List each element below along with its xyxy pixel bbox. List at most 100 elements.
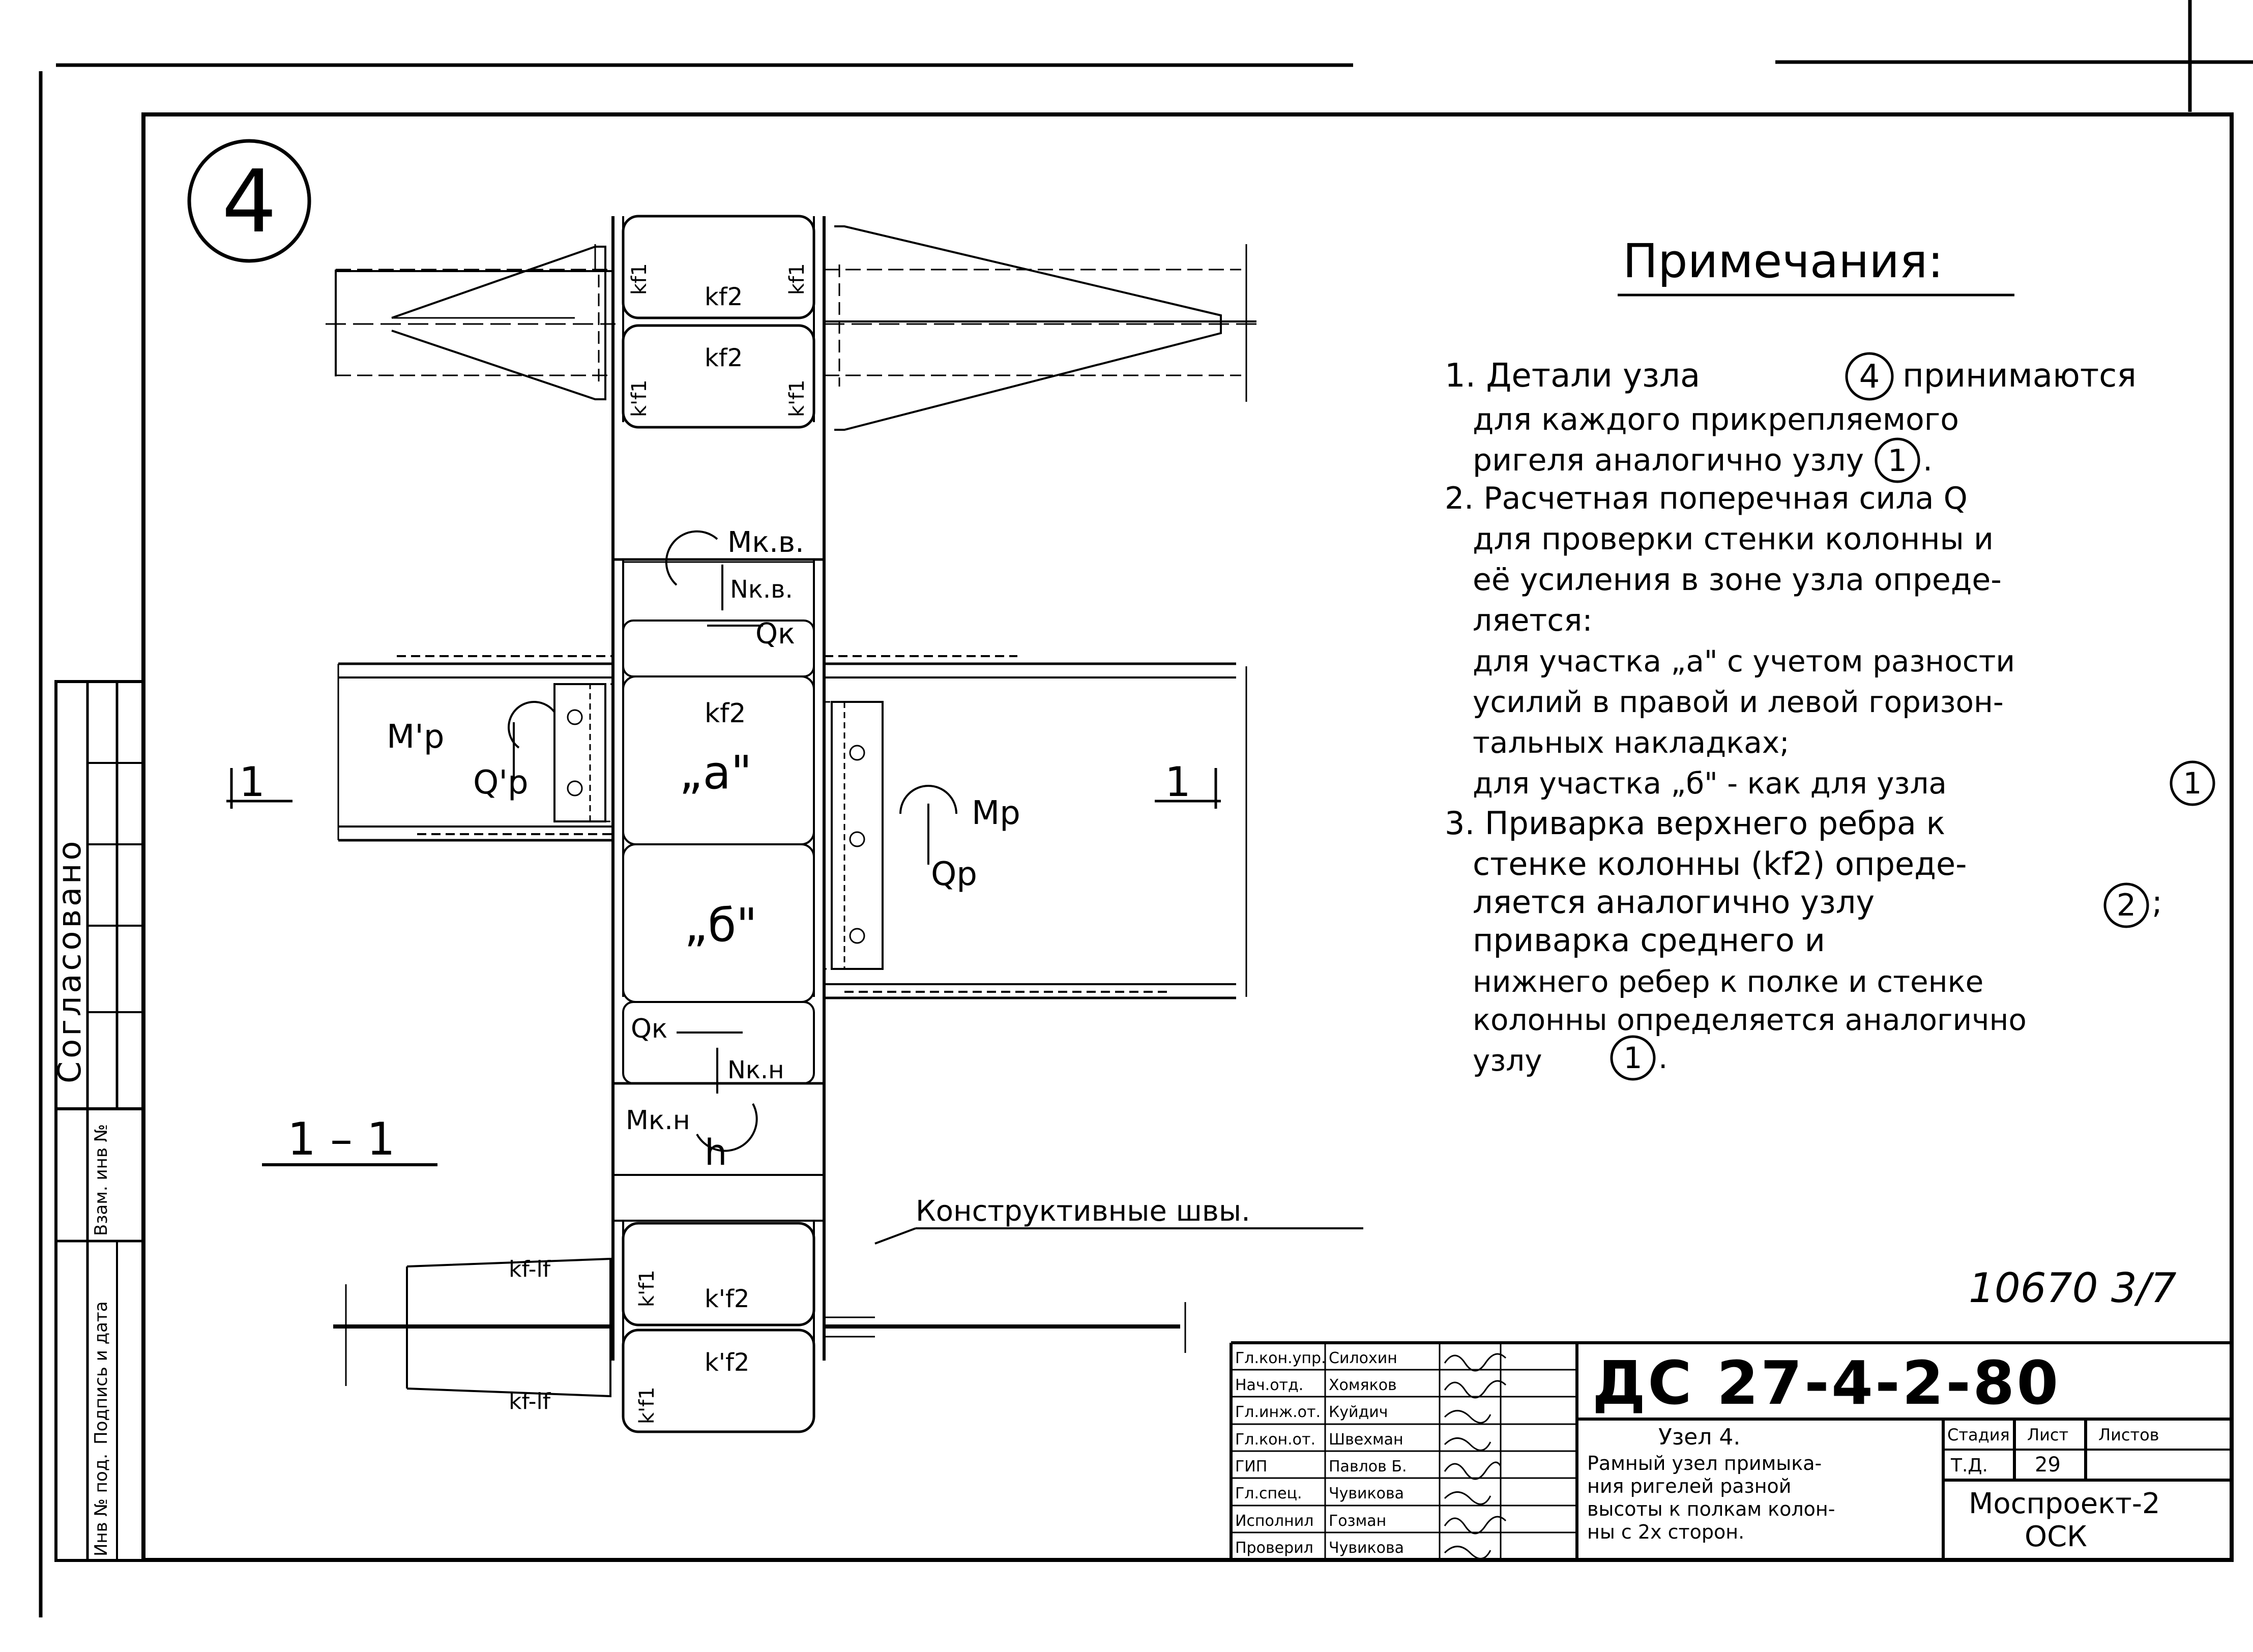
note-line-11: для участка „б" - как для узла	[1473, 766, 1947, 801]
role-0: Гл.кон.упр.	[1235, 1349, 1326, 1367]
force-q-k-bottom: Qк	[631, 1014, 667, 1044]
note-line-13: стенке колонны (kf2) опреде-	[1473, 845, 1967, 882]
force-n-kv: Nк.в.	[730, 575, 793, 604]
zone-a-label: „а"	[679, 746, 752, 800]
sheets-label: Листов	[2098, 1425, 2159, 1444]
note-line-18: узлу	[1473, 1043, 1542, 1078]
role-1: Нач.отд.	[1235, 1376, 1303, 1394]
section-mark-left: 1	[239, 758, 265, 806]
org-line-2: ОСК	[2025, 1520, 2087, 1553]
weld-kf1p-a: k'f1	[628, 379, 651, 417]
note-line-1: 1. Детали узла	[1445, 357, 1700, 395]
note-line-12: 3. Приварка верхнего ребра к	[1445, 805, 1945, 842]
desc-line-3: ны с 2х сторон.	[1587, 1521, 1744, 1543]
note-line-16: нижнего ребер к полке и стенке	[1473, 964, 1983, 999]
note-line-3: ригеля аналогично узлу	[1473, 442, 1864, 478]
name-5: Чувикова	[1329, 1485, 1404, 1502]
weld-kf1-b: kf1	[785, 263, 809, 295]
note3-ref-a: 2	[2117, 888, 2136, 923]
sheet-value: 29	[2035, 1453, 2061, 1477]
weld-kf-l-top: kf-lf	[509, 1256, 551, 1282]
weld-kf2-bot: k'f2	[705, 1348, 749, 1377]
org-line-1: Моспроект-2	[1969, 1487, 2160, 1520]
detail-number-badge: 4	[187, 139, 311, 263]
force-m-kn: Mк.н	[626, 1105, 690, 1136]
section-title: 1 – 1	[287, 1113, 395, 1165]
note2-ref: 1	[2183, 766, 2202, 801]
drawing-labels: 1 1 1 – 1 Конструктивные швы. „а" „б" h …	[239, 263, 1250, 1424]
notes: Примечания: 1. Детали узла 4 принимаются…	[1445, 234, 2215, 1081]
joint-drawing	[226, 215, 1363, 1433]
role-2: Гл.инж.от.	[1235, 1403, 1321, 1421]
note-line-15: приварка среднего и	[1473, 922, 1825, 959]
note1-accepted: принимаются	[1903, 357, 2137, 395]
note-line-10: тальных накладках;	[1473, 725, 1790, 760]
force-m-p-left: M'р	[387, 718, 444, 756]
approval-stamp: Согласовано Инв № под. Подпись и дата Вз…	[51, 680, 145, 1562]
weld-kf2-mid: kf2	[705, 698, 746, 729]
title-block: Гл.кон.упр. Нач.отд. Гл.инж.от. Гл.кон.о…	[1230, 1341, 2232, 1560]
name-0: Силохин	[1329, 1349, 1397, 1367]
weld-kf2-a: kf2	[705, 283, 743, 311]
weld-kf1p-bot2: k'f1	[635, 1386, 659, 1424]
force-m-kv: Mк.в.	[727, 526, 804, 559]
force-q-k-top: Qк	[755, 617, 795, 651]
weld-kf-l-bot: kf-lf	[509, 1389, 551, 1414]
weld-kf1p-bot: k'f1	[635, 1270, 659, 1307]
note-line-2: для каждого прикрепляемого	[1473, 402, 1959, 437]
note-line-5: для проверки стенки колонны и	[1473, 521, 1994, 557]
doc-number: 10670 3/7	[1969, 1264, 2177, 1312]
force-q-p-left: Q'р	[473, 764, 529, 802]
note3-semicolon: ;	[2152, 883, 2162, 921]
zone-b-label: „б"	[684, 899, 757, 952]
sheet-label: Лист	[2027, 1425, 2068, 1444]
note-line-4: 2. Расчетная поперечная сила Q	[1445, 481, 1968, 516]
name-2: Куйдич	[1329, 1403, 1388, 1421]
note-line-8: для участка „а" с учетом разности	[1473, 644, 2015, 678]
desc-title: Узел 4.	[1658, 1424, 1740, 1450]
role-4: ГИП	[1235, 1458, 1267, 1476]
force-m-p-right: Mр	[972, 794, 1020, 832]
note-line-9: усилий в правой и левой горизон-	[1473, 685, 2004, 719]
role-6: Исполнил	[1235, 1512, 1313, 1530]
name-7: Чувикова	[1329, 1539, 1404, 1557]
note-line-17: колонны определяется аналогично	[1473, 1002, 2027, 1037]
stage-value: Т.Д.	[1950, 1455, 1988, 1476]
note-line-7: ляется:	[1473, 603, 1593, 638]
note1-dot: .	[1923, 442, 1933, 478]
desc-line-2: высоты к полкам колон-	[1587, 1498, 1835, 1520]
note1-ref-a: 4	[1859, 358, 1880, 396]
stamp-sign-date: Подпись и дата	[91, 1301, 111, 1444]
stamp-replace-inv: Взам. инв №	[91, 1124, 111, 1236]
weld-kf2-b: kf2	[705, 344, 743, 372]
note3-dot: .	[1658, 1041, 1667, 1075]
name-1: Хомяков	[1329, 1376, 1397, 1394]
note3-ref-b: 1	[1624, 1041, 1643, 1075]
stage-label: Стадия	[1947, 1425, 2010, 1444]
stamp-agreed: Согласовано	[51, 838, 88, 1083]
note-line-6: её усиления в зоне узла опреде-	[1473, 562, 2002, 598]
role-7: Проверил	[1235, 1539, 1313, 1557]
section-mark-right: 1	[1165, 758, 1191, 806]
desc-line-0: Рамный узел примыка-	[1587, 1452, 1822, 1474]
role-3: Гл.кон.от.	[1235, 1431, 1315, 1449]
force-n-kn: Nк.н	[727, 1056, 784, 1084]
signatures	[1444, 1353, 1507, 1559]
dimension-h: h	[705, 1132, 727, 1173]
role-5: Гл.спец.	[1235, 1485, 1302, 1502]
note-line-14: ляется аналогично узлу	[1473, 883, 1875, 921]
welds-label: Конструктивные швы.	[916, 1195, 1250, 1228]
detail-number: 4	[222, 152, 277, 252]
desc-line-1: ния ригелей разной	[1587, 1475, 1792, 1497]
note1-ref-b: 1	[1888, 443, 1907, 479]
stamp-inv-label: Инв № под.	[91, 1454, 111, 1556]
name-4: Павлов Б.	[1329, 1458, 1407, 1476]
doc-code: ДС 27-4-2-80	[1592, 1348, 2060, 1418]
notes-heading: Примечания:	[1623, 234, 1943, 288]
name-3: Швехман	[1329, 1431, 1403, 1449]
force-q-p-right: Qр	[931, 855, 977, 893]
weld-kf1-a: kf1	[628, 263, 651, 295]
name-6: Гозман	[1329, 1512, 1386, 1530]
weld-kf2p-bot: k'f2	[705, 1285, 749, 1313]
